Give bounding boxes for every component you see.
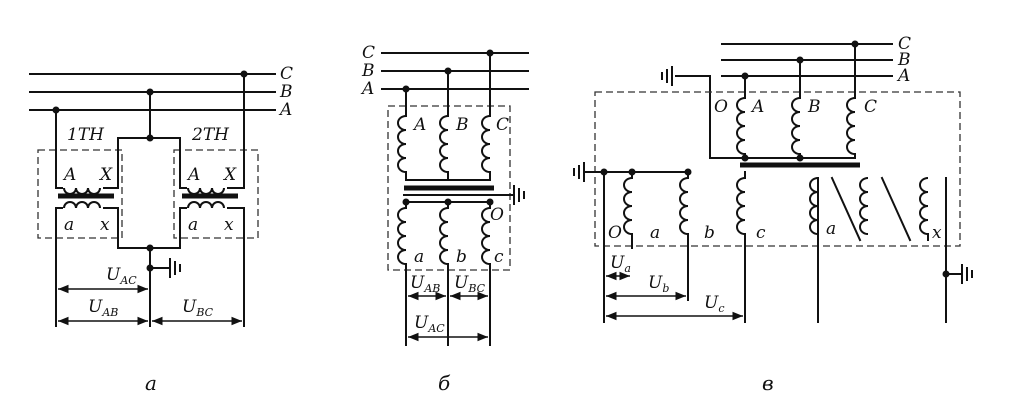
- svg-text:B: B: [807, 97, 821, 117]
- bus-label-a: A: [278, 100, 292, 120]
- label-ubc: UBC: [182, 297, 214, 319]
- caption-a: а: [145, 371, 157, 395]
- transformer-box: [594, 91, 961, 247]
- svg-text:C: C: [864, 97, 877, 117]
- ground-icon: [661, 66, 673, 86]
- label-uab: UAB: [410, 273, 440, 295]
- svg-text:A: A: [750, 97, 764, 117]
- diagram-b: C B A A B C a b c O: [360, 43, 529, 395]
- svg-text:a: a: [650, 223, 660, 243]
- transformer-2th-box: [173, 149, 259, 239]
- label-uac: UAC: [106, 265, 137, 287]
- diagram-v: C B A O A B C: [573, 34, 973, 395]
- svg-text:B: B: [455, 115, 469, 135]
- svg-text:b: b: [704, 223, 715, 243]
- svg-text:C: C: [496, 115, 509, 135]
- label-uac: UAC: [414, 313, 445, 335]
- bus-label-c: C: [280, 64, 293, 84]
- ground-icon: [573, 162, 585, 182]
- ground-icon: [169, 258, 181, 278]
- svg-text:B: B: [361, 61, 375, 81]
- transformer-2th-label: 2TH: [191, 125, 230, 145]
- svg-text:x: x: [932, 223, 942, 243]
- svg-text:a: a: [826, 219, 836, 239]
- svg-text:a: a: [64, 215, 74, 235]
- svg-text:X: X: [222, 165, 237, 185]
- svg-text:c: c: [756, 223, 766, 243]
- svg-text:A: A: [62, 165, 76, 185]
- ground-icon: [961, 264, 973, 284]
- svg-text:X: X: [98, 165, 113, 185]
- svg-text:O: O: [714, 97, 728, 117]
- svg-text:x: x: [224, 215, 234, 235]
- svg-text:C: C: [362, 43, 375, 63]
- svg-text:B: B: [897, 50, 911, 70]
- label-uab: UAB: [88, 297, 118, 319]
- caption-v: в: [762, 371, 774, 395]
- svg-text:b: b: [456, 247, 467, 267]
- svg-text:A: A: [412, 115, 426, 135]
- svg-text:A: A: [360, 79, 374, 99]
- svg-text:c: c: [494, 247, 504, 267]
- label-ub: Ub: [648, 273, 669, 295]
- label-ua: Ua: [610, 253, 631, 275]
- svg-text:x: x: [100, 215, 110, 235]
- caption-b: б: [438, 371, 451, 395]
- diagram-a: C B A 1TH 2TH A X a x: [29, 64, 293, 395]
- svg-text:O: O: [490, 205, 504, 225]
- svg-text:C: C: [898, 34, 911, 54]
- label-uc: Uc: [704, 293, 725, 315]
- svg-text:a: a: [188, 215, 198, 235]
- bus-label-b: B: [279, 82, 293, 102]
- transformer-1th-label: 1TH: [67, 125, 105, 145]
- transformer-1th-box: [37, 149, 123, 239]
- svg-text:O: O: [608, 223, 622, 243]
- svg-text:A: A: [896, 66, 910, 86]
- svg-text:a: a: [414, 247, 424, 267]
- ground-icon: [513, 185, 525, 205]
- svg-text:A: A: [186, 165, 200, 185]
- label-ubc: UBC: [454, 273, 486, 295]
